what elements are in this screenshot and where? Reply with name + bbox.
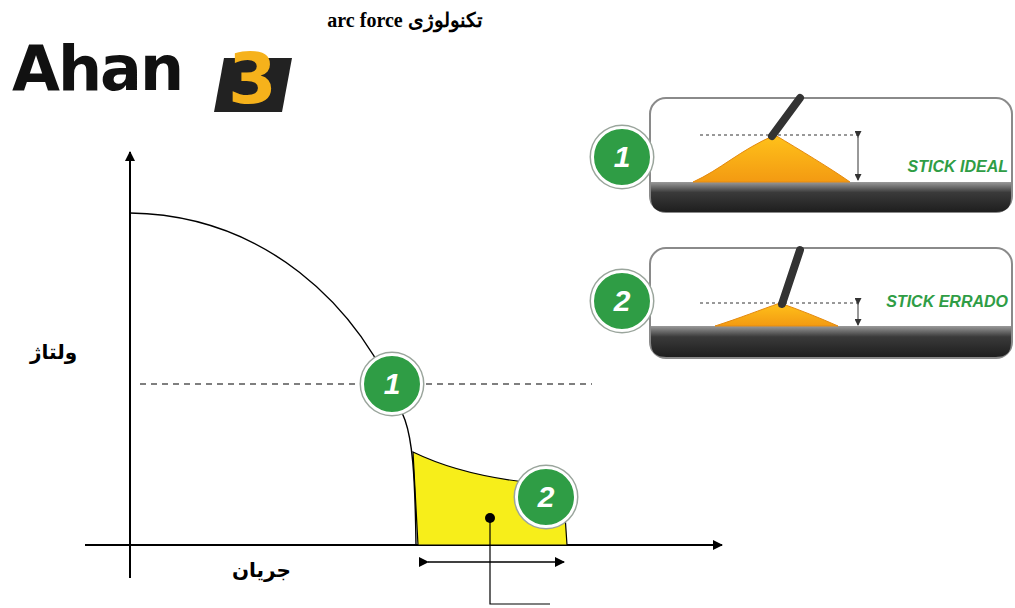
- callout-number: 2: [515, 466, 577, 528]
- callout-text: 2: [538, 482, 555, 512]
- current-axis: [85, 544, 722, 546]
- weld-panel: STICK ERRADO: [650, 248, 1012, 358]
- axis-label: جریان: [232, 558, 291, 582]
- leader-line: [490, 518, 550, 604]
- diagram-title: تکنولوژی arc force: [250, 8, 560, 32]
- logo-text: Ahan: [12, 38, 182, 100]
- current-range-arrow: [428, 561, 564, 563]
- callout-text: 1: [384, 369, 401, 399]
- weld-panel: STICK IDEAL: [650, 98, 1012, 212]
- panel-label: STICK IDEAL: [908, 158, 1008, 176]
- callout-number: 1: [361, 353, 423, 415]
- callout-text: 1: [614, 142, 631, 172]
- axis-label: ولتاژ: [30, 340, 77, 364]
- callout-number: 1: [591, 126, 653, 188]
- logo-number: 3: [228, 44, 277, 114]
- voltage-axis: [129, 152, 131, 578]
- callout-text: 2: [614, 286, 631, 316]
- stick-errado-panel: [650, 248, 1012, 358]
- panel-label: STICK ERRADO: [886, 293, 1008, 311]
- callout-number: 2: [591, 270, 653, 332]
- stick-ideal-panel: [650, 98, 1012, 212]
